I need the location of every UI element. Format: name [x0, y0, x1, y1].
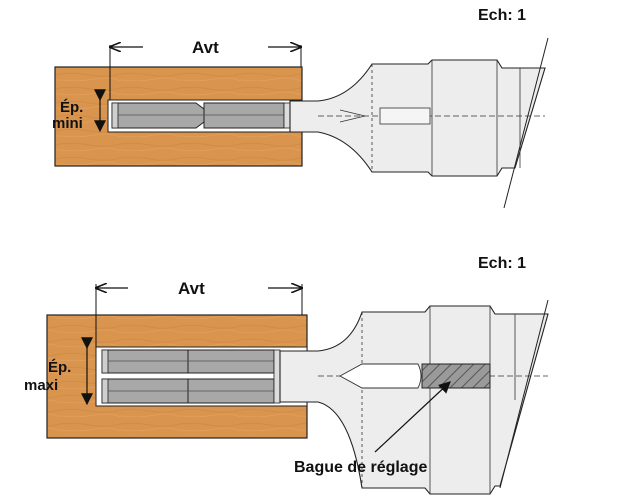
bottom-thickness-label-2: maxi	[24, 377, 58, 394]
top-thickness-label-2: mini	[52, 115, 83, 132]
top-blade-right	[203, 102, 285, 129]
bottom-scale-label: Ech: 1	[478, 255, 526, 272]
bottom-blade-upper-left	[101, 349, 198, 374]
top-advance-label: Avt	[192, 38, 219, 57]
top-thickness-label-1: Ép.	[60, 99, 83, 116]
bottom-advance-label: Avt	[178, 279, 205, 298]
top-blade-left	[111, 102, 205, 129]
adjustment-ring	[421, 363, 491, 389]
top-scale-label: Ech: 1	[478, 7, 526, 24]
bottom-tool-body	[279, 305, 549, 495]
ring-label: Bague de réglage	[294, 459, 427, 476]
bottom-thickness-label-1: Ép.	[48, 359, 71, 376]
bottom-blade-upper-right	[187, 349, 275, 374]
top-diagram: Ech: 1 Avt Ép. mini	[52, 7, 549, 209]
ring-leader-arrow	[374, 381, 451, 453]
bottom-diagram: Ech: 1 Avt Ép. maxi	[24, 255, 549, 495]
